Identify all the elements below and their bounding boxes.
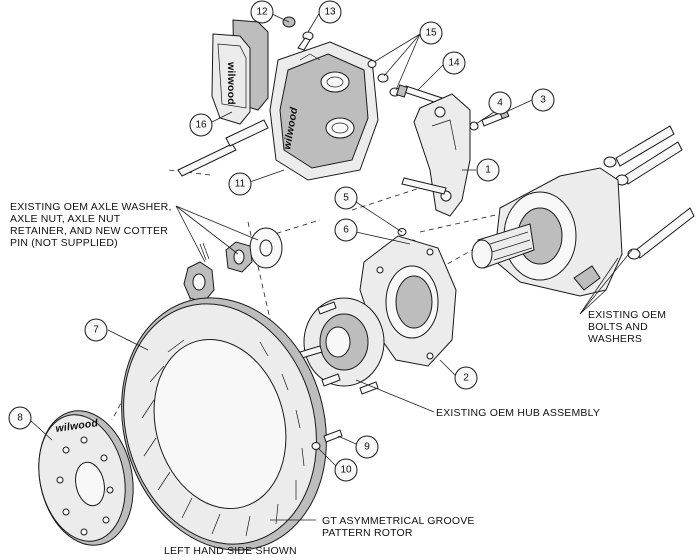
callout-15-number: 15 bbox=[425, 28, 437, 39]
callout-9: 9 bbox=[355, 435, 379, 459]
callout-7-number: 7 bbox=[93, 325, 99, 336]
callout-3-number: 3 bbox=[540, 95, 546, 106]
note-axle-hardware-line-2: AXLE NUT, AXLE NUT bbox=[10, 213, 121, 225]
note-oem-bolts-line-1: EXISTING OEM bbox=[588, 309, 666, 321]
callout-4-number: 4 bbox=[497, 98, 503, 109]
mounting-bracket-part-1 bbox=[401, 93, 471, 217]
callout-13: 13 bbox=[318, 0, 342, 24]
hat-part-8: wilwood bbox=[38, 410, 134, 546]
callout-16-number: 16 bbox=[195, 120, 207, 131]
caliper-pin bbox=[177, 119, 269, 177]
brake-pad-part-16: wilwood bbox=[211, 19, 269, 125]
note-side-text: LEFT HAND SIDE SHOWN bbox=[164, 545, 297, 557]
callout-15: 15 bbox=[419, 21, 443, 45]
note-side: LEFT HAND SIDE SHOWN bbox=[164, 545, 297, 557]
callout-1-number: 1 bbox=[485, 165, 491, 176]
callout-12: 12 bbox=[250, 0, 274, 24]
callout-12-number: 12 bbox=[256, 7, 268, 18]
callout-6: 6 bbox=[334, 218, 358, 242]
note-oem-bolts: EXISTING OEM BOLTS AND WASHERS bbox=[588, 309, 666, 345]
callout-6-number: 6 bbox=[343, 225, 349, 236]
note-axle-hardware-line-3: RETAINER, AND NEW COTTER bbox=[10, 225, 168, 237]
note-oem-bolts-line-3: WASHERS bbox=[588, 333, 642, 345]
callout-2: 2 bbox=[454, 366, 478, 390]
callout-14-number: 14 bbox=[448, 58, 460, 69]
pad-brand-mark: wilwood bbox=[225, 61, 237, 105]
leader-lines bbox=[29, 11, 633, 521]
callout-1: 1 bbox=[476, 158, 500, 182]
note-rotor: GT ASYMMETRICAL GROOVE PATTERN ROTOR bbox=[322, 515, 475, 539]
washer-part-10 bbox=[311, 442, 321, 450]
oem-hub-assembly bbox=[299, 297, 385, 395]
callout-2-number: 2 bbox=[463, 373, 469, 384]
note-oem-hub: EXISTING OEM HUB ASSEMBLY bbox=[436, 407, 600, 419]
callout-14: 14 bbox=[442, 51, 466, 75]
callout-11-number: 11 bbox=[235, 179, 246, 190]
note-rotor-line-1: GT ASYMMETRICAL GROOVE bbox=[322, 515, 475, 527]
callout-5-number: 5 bbox=[343, 193, 349, 204]
bolt-part-9 bbox=[323, 429, 343, 443]
callout-9-number: 9 bbox=[364, 442, 370, 453]
hat-brand-mark: wilwood bbox=[55, 417, 99, 435]
washers-part-15 bbox=[367, 60, 401, 97]
callout-8-number: 8 bbox=[17, 413, 23, 424]
callout-11: 11 bbox=[228, 172, 252, 196]
note-axle-hardware: EXISTING OEM AXLE WASHER, AXLE NUT, AXLE… bbox=[10, 201, 172, 249]
note-oem-bolts-line-2: BOLTS AND bbox=[588, 321, 648, 333]
callout-10: 10 bbox=[334, 458, 358, 482]
callout-8: 8 bbox=[8, 406, 32, 430]
rotor-part-7 bbox=[121, 297, 327, 551]
caliper-part-11: wilwood bbox=[269, 41, 379, 181]
callout-13-number: 13 bbox=[324, 7, 336, 18]
callout-7: 7 bbox=[84, 318, 108, 342]
axle-hardware bbox=[183, 227, 283, 303]
callout-16: 16 bbox=[189, 113, 213, 137]
callout-3: 3 bbox=[531, 88, 555, 112]
callout-10-number: 10 bbox=[340, 465, 352, 476]
adapter-part-2 bbox=[359, 235, 457, 367]
bleed-screw-part-13 bbox=[297, 31, 314, 51]
axle-housing bbox=[471, 167, 623, 297]
note-axle-hardware-line-4: PIN (NOT SUPPLIED) bbox=[10, 237, 118, 249]
note-oem-hub-text: EXISTING OEM HUB ASSEMBLY bbox=[436, 407, 600, 419]
note-rotor-line-2: PATTERN ROTOR bbox=[322, 527, 413, 539]
callout-5: 5 bbox=[334, 186, 358, 210]
oem-bolts bbox=[603, 125, 695, 260]
note-axle-hardware-line-1: EXISTING OEM AXLE WASHER, bbox=[10, 201, 172, 213]
callout-4: 4 bbox=[488, 91, 512, 115]
